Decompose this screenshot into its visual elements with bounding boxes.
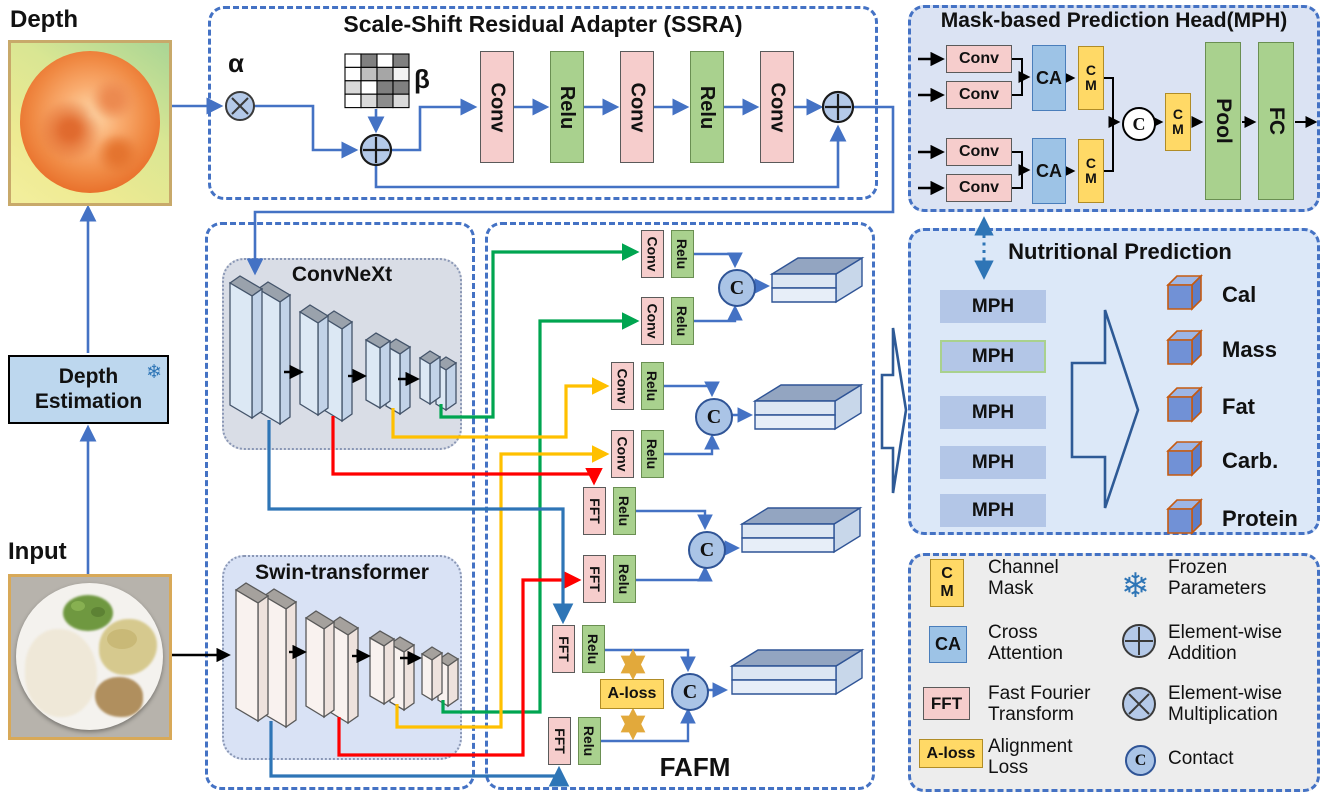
ssra-conv1: Conv	[480, 51, 514, 163]
snowflake-icon: ❄	[146, 361, 162, 383]
mph-cm-2: C M	[1078, 139, 1104, 203]
fafm-fft-2: FFT	[583, 555, 606, 603]
mph-cm-1: C M	[1078, 46, 1104, 110]
legend-frozen-label: Frozen Parameters	[1168, 557, 1267, 600]
legend-multiplication-label: Element-wise Multiplication	[1168, 683, 1283, 726]
mph-row-2: MPH	[940, 340, 1046, 373]
swin-title: Swin-transformer	[255, 561, 429, 584]
mph-row-5: MPH	[940, 494, 1046, 527]
depth-label: Depth	[10, 6, 78, 33]
fafm-conv-1: Conv	[641, 230, 664, 278]
output-fat: Fat	[1222, 394, 1255, 419]
legend-ca-badge: CA	[929, 626, 967, 663]
input-label: Input	[8, 538, 67, 565]
mph-fc: FC	[1258, 42, 1294, 200]
concat-circle-1: C	[718, 269, 756, 307]
legend-contact-label: Contact	[1168, 748, 1234, 769]
mph-row-1: MPH	[940, 290, 1046, 323]
output-protein: Protein	[1222, 506, 1298, 531]
legend-fft-badge: FFT	[923, 687, 970, 720]
fafm-relu-6: Relu	[613, 555, 636, 603]
input-food-image	[8, 574, 172, 740]
a-loss-box: A-loss	[600, 679, 664, 709]
alpha-label: α	[228, 48, 244, 78]
mph-ca-1: CA	[1032, 45, 1066, 111]
mph-ca-2: CA	[1032, 138, 1066, 204]
depth-map-image	[8, 40, 172, 206]
concat-circle-3: C	[688, 531, 726, 569]
fafm-relu-7: Relu	[582, 625, 605, 673]
legend-snowflake-icon: ❄	[1121, 566, 1150, 606]
beta-label: β	[414, 64, 430, 94]
mph-cm-3: C M	[1165, 93, 1191, 151]
legend-aloss-badge: A-loss	[919, 739, 983, 768]
mph-conv-1: Conv	[946, 45, 1012, 73]
fafm-relu-1: Relu	[671, 230, 694, 278]
ssra-relu2: Relu	[690, 51, 724, 163]
fafm-fft-4: FFT	[548, 717, 571, 765]
mph-row-3: MPH	[940, 396, 1046, 429]
legend-addition-label: Element-wise Addition	[1168, 622, 1283, 665]
mph-concat-circle: C	[1122, 107, 1156, 141]
fafm-fft-3: FFT	[552, 625, 575, 673]
legend-fft-label: Fast Fourier Transform	[988, 683, 1091, 726]
nutrition-container	[908, 228, 1320, 535]
legend-contact-icon: C	[1125, 745, 1156, 776]
mph-row-4: MPH	[940, 446, 1046, 479]
fafm-relu-8: Relu	[578, 717, 601, 765]
legend-aloss-label: Alignment Loss	[988, 736, 1073, 779]
mph-conv-2: Conv	[946, 81, 1012, 109]
fafm-relu-3: Relu	[641, 362, 664, 410]
concat-circle-2: C	[695, 398, 733, 436]
mph-pool: Pool	[1205, 42, 1241, 200]
fafm-relu-2: Relu	[671, 297, 694, 345]
fafm-to-nutrition-arrow	[880, 327, 908, 494]
fafm-conv-4: Conv	[611, 430, 634, 478]
fafm-title: FAFM	[659, 752, 731, 782]
fafm-conv-2: Conv	[641, 297, 664, 345]
ssra-conv3: Conv	[760, 51, 794, 163]
legend-cm-badge: C M	[930, 559, 964, 607]
fafm-conv-3: Conv	[611, 362, 634, 410]
output-mass: Mass	[1222, 337, 1278, 362]
depth-estimation-label: Depth Estimation	[34, 365, 143, 413]
legend-cm-label: Channel Mask	[988, 557, 1059, 600]
convnext-title: ConvNeXt	[291, 263, 393, 286]
mph-conv-3: Conv	[946, 138, 1012, 166]
mph-title: Mask-based Prediction Head(MPH)	[940, 9, 1288, 32]
ssra-conv2: Conv	[620, 51, 654, 163]
legend-ca-label: Cross Attention	[988, 622, 1063, 665]
ssra-relu1: Relu	[550, 51, 584, 163]
output-cal: Cal	[1222, 282, 1257, 307]
nutrition-title: Nutritional Prediction	[1008, 239, 1232, 264]
swin-panel	[222, 555, 462, 760]
concat-circle-4: C	[671, 673, 709, 711]
fafm-fft-1: FFT	[583, 487, 606, 535]
mph-conv-4: Conv	[946, 174, 1012, 202]
fafm-relu-4: Relu	[641, 430, 664, 478]
output-carb: Carb.	[1222, 448, 1279, 473]
ssra-title: Scale-Shift Residual Adapter (SSRA)	[343, 11, 743, 37]
depth-estimation-box: Depth Estimation ❄	[8, 355, 169, 424]
fafm-relu-5: Relu	[613, 487, 636, 535]
